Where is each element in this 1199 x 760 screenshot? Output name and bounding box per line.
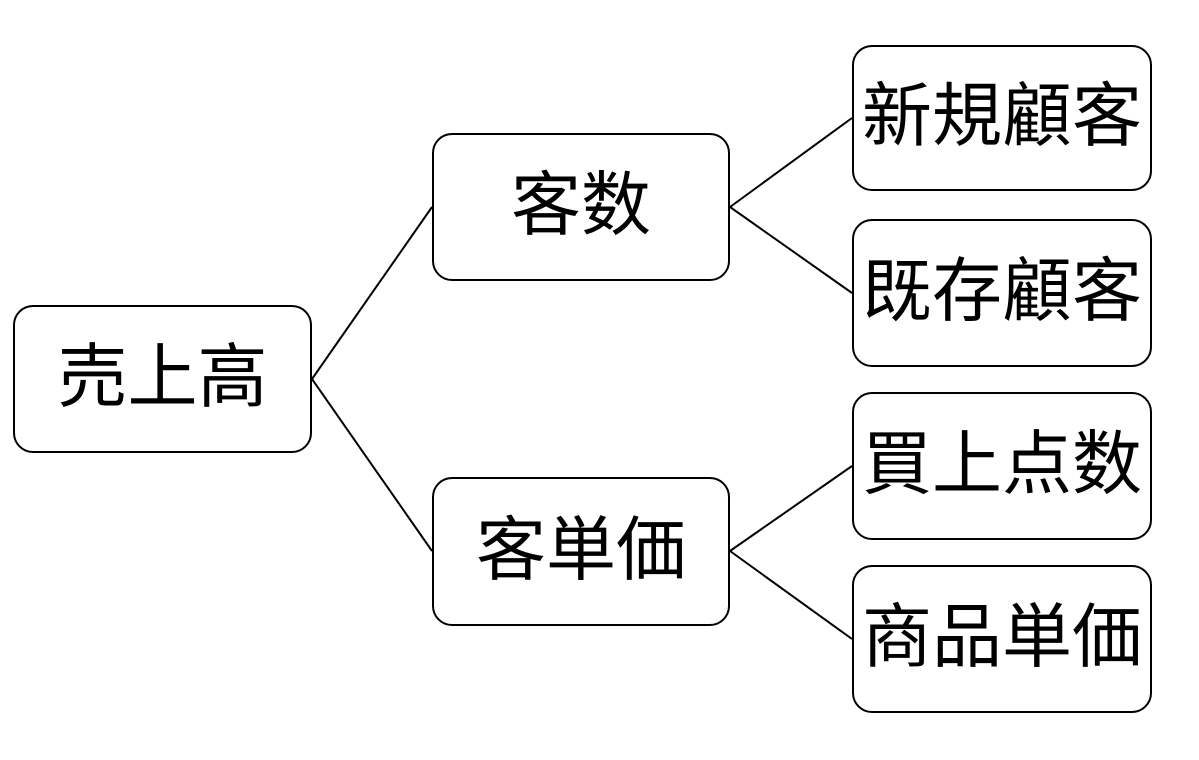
connector-line-sales-to-customer-count: [311, 206, 433, 380]
connector-line-spend-to-product-unit-price: [729, 550, 853, 640]
node-product-unit-price-label: 商品単価: [862, 598, 1142, 676]
node-existing-customers-label: 既存顧客: [862, 252, 1142, 330]
node-new-customers-label: 新規顧客: [862, 77, 1142, 155]
node-customer-count-label: 客数: [511, 166, 651, 244]
node-customer-count: 客数: [432, 133, 730, 281]
node-existing-customers: 既存顧客: [852, 219, 1152, 367]
connector-line-count-to-new-customers: [729, 117, 853, 208]
connector-line-count-to-existing-customers: [729, 206, 853, 294]
node-items-per-purchase: 買上点数: [852, 392, 1152, 540]
node-sales-revenue-label: 売上高: [57, 338, 268, 416]
connector-line-spend-to-items-per-purchase: [729, 465, 853, 552]
node-average-spend-label: 客単価: [476, 510, 686, 589]
node-sales-revenue: 売上高: [13, 305, 312, 453]
node-average-spend-per-customer: 客単価: [432, 477, 730, 626]
node-product-unit-price: 商品単価: [852, 565, 1152, 713]
connector-line-sales-to-average-spend: [311, 378, 433, 552]
node-items-per-purchase-label: 買上点数: [862, 425, 1142, 503]
node-new-customers: 新規顧客: [852, 45, 1152, 191]
